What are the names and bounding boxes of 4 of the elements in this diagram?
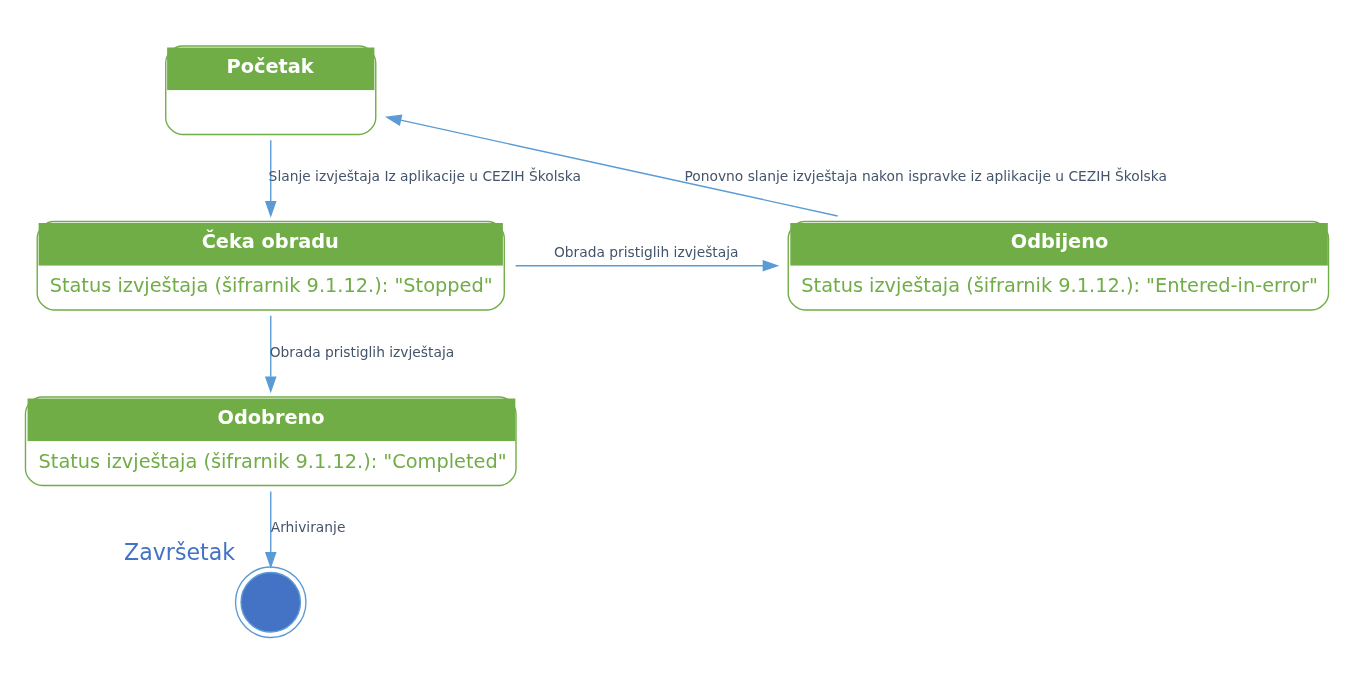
edge-label: Arhiviranje: [270, 518, 346, 535]
edge-label: Obrada pristiglih izvještaja: [554, 243, 739, 260]
edge-label: Ponovno slanje izvještaja nakon ispravke iz aplikacije u CEZIH Školska: [684, 167, 1167, 184]
node-label: Završetak: [124, 538, 236, 565]
